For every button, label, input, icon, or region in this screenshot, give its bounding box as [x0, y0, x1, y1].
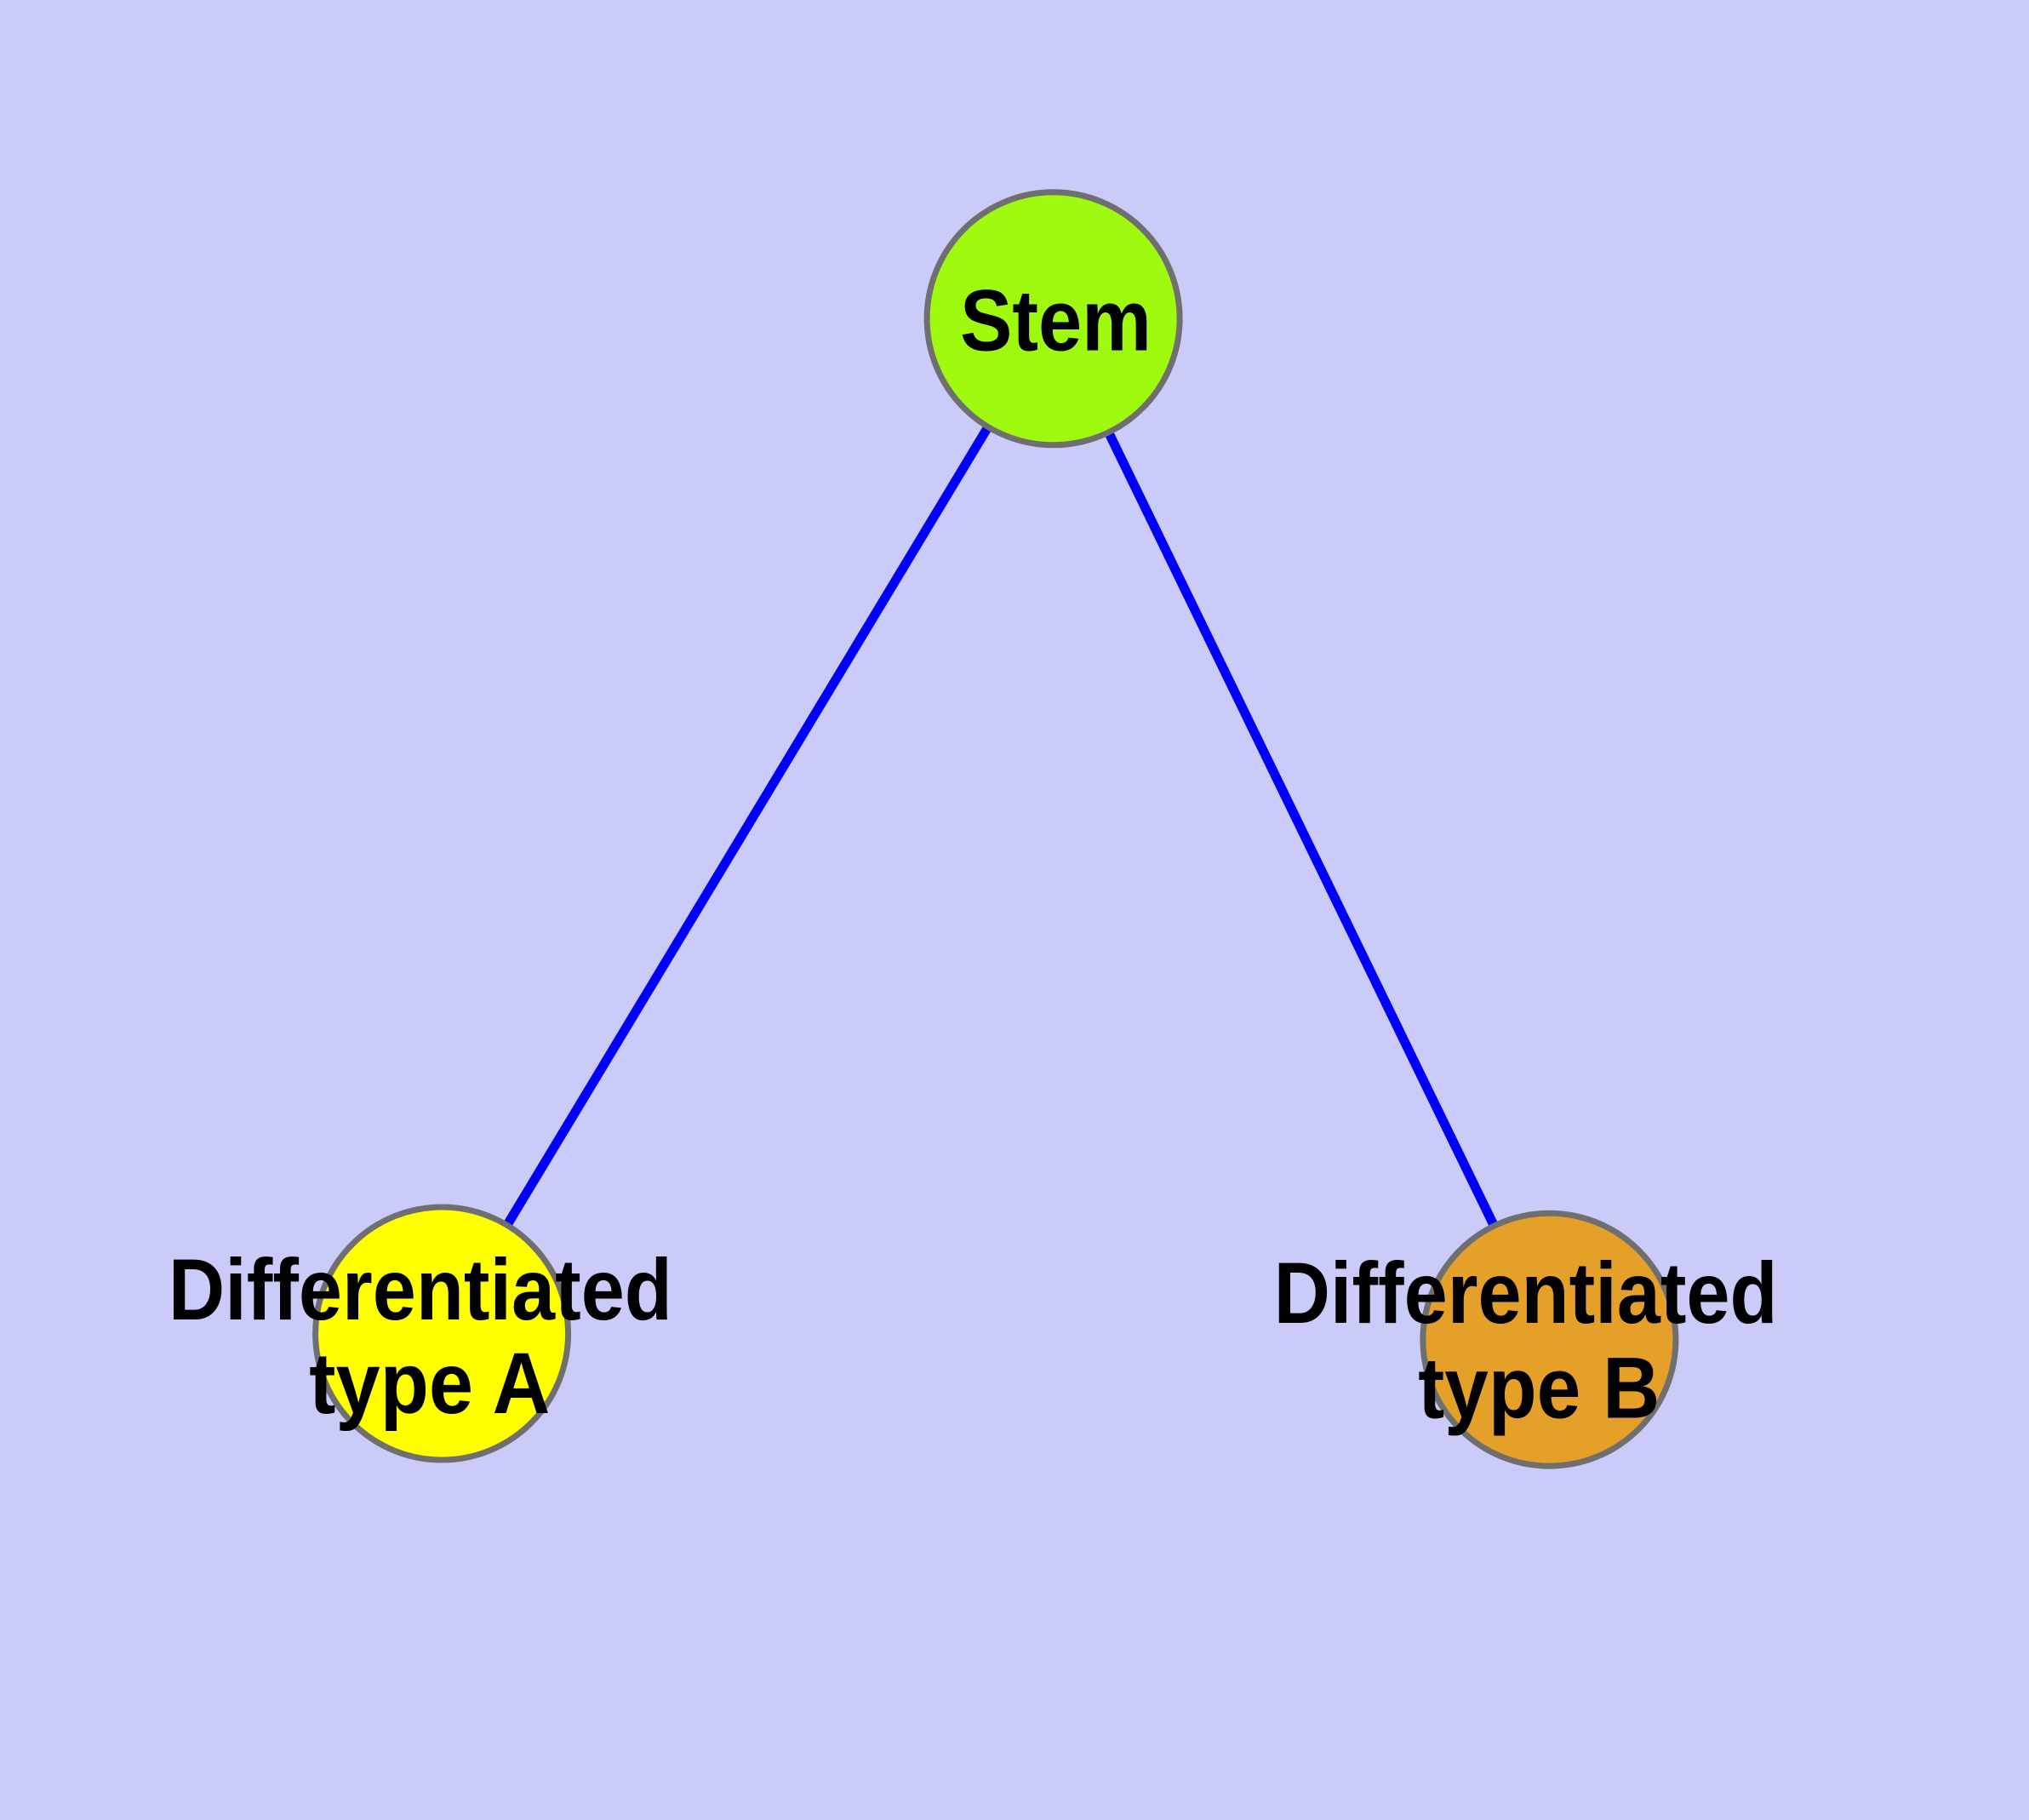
svg-text:type A: type A	[309, 1335, 550, 1432]
svg-text:Stem: Stem	[960, 272, 1152, 369]
svg-text:type B: type B	[1418, 1340, 1660, 1437]
svg-text:Differentiated: Differentiated	[169, 1241, 672, 1338]
svg-text:Differentiated: Differentiated	[1274, 1245, 1778, 1342]
